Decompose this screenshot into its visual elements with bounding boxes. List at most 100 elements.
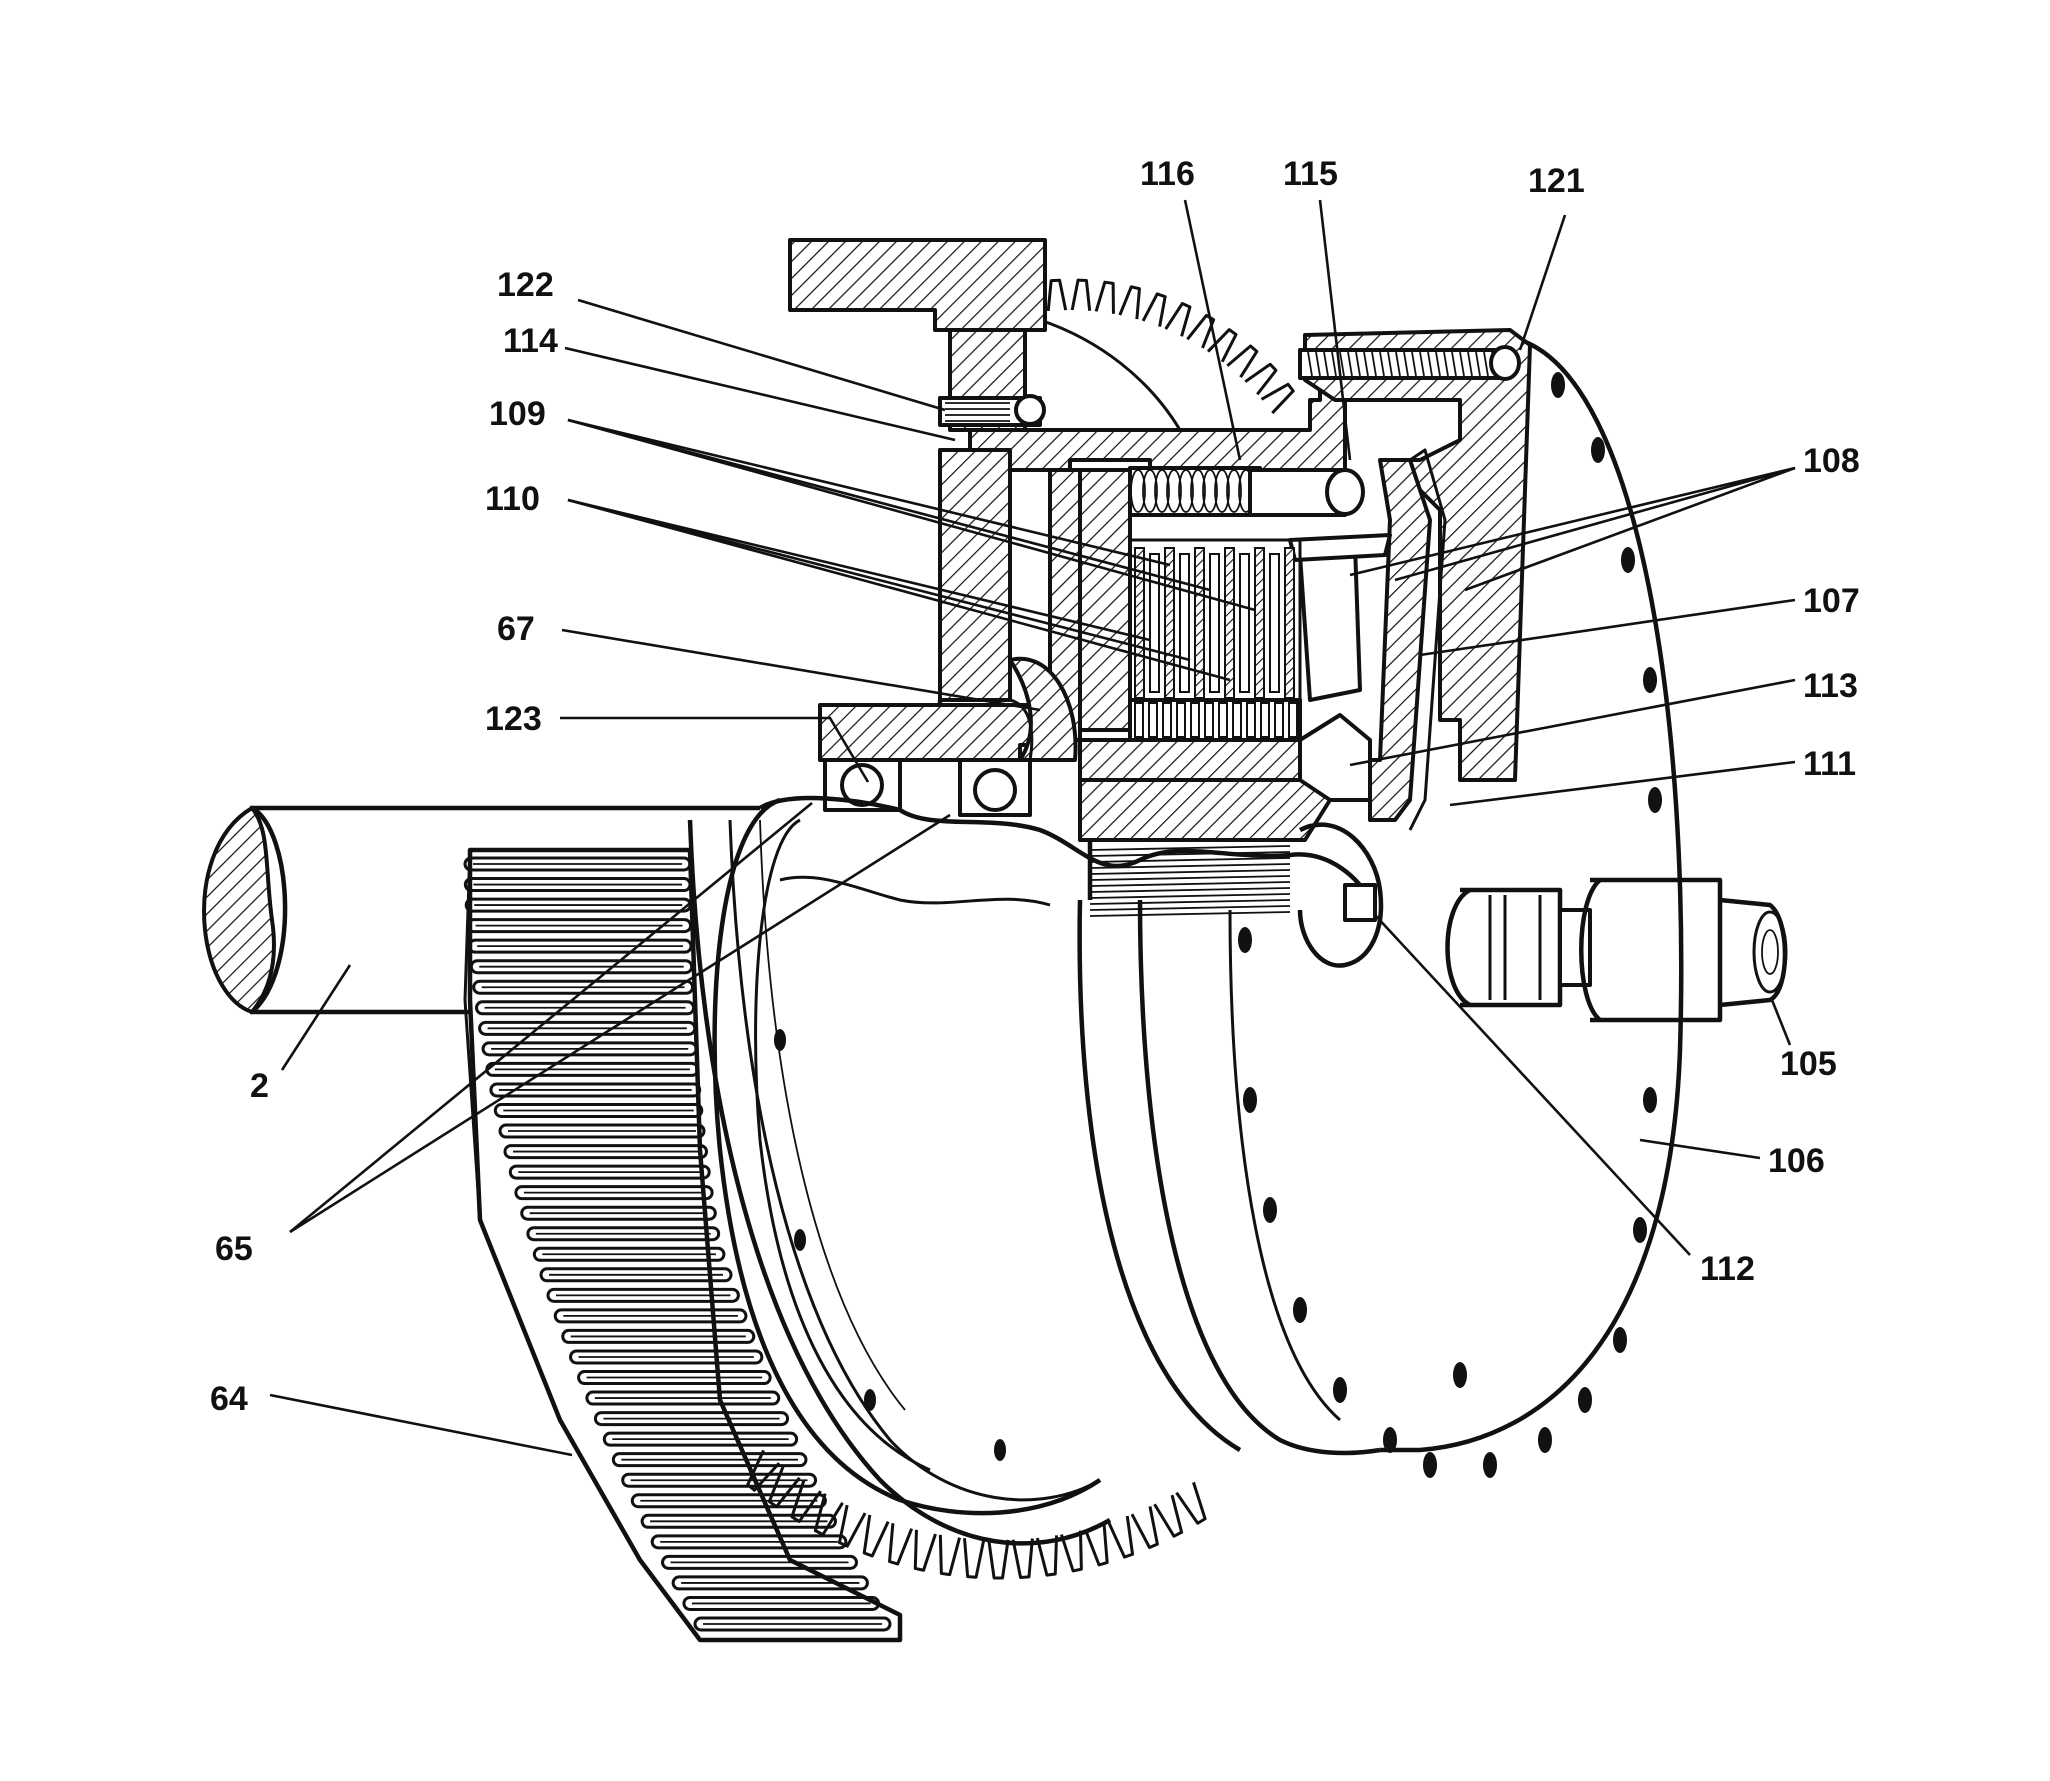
worm-tooth <box>478 1020 697 1036</box>
worm-tooth <box>650 1534 848 1550</box>
upper-tooth <box>1226 344 1259 378</box>
spring-coil <box>1202 469 1218 513</box>
wheel-tooth <box>837 1504 867 1548</box>
bolt-hole <box>1591 437 1605 463</box>
wheel-tooth <box>1175 1481 1207 1525</box>
cutaway-section <box>788 238 1532 842</box>
screw-thread <box>1395 351 1401 377</box>
worm-tooth <box>465 918 693 934</box>
wheel-tooth <box>1083 1524 1109 1567</box>
clutch-disc <box>1194 547 1205 699</box>
screw-thread <box>1387 351 1393 377</box>
bolt-hole <box>1643 1087 1657 1113</box>
spline-groove <box>1089 845 1291 851</box>
clutch-disc <box>1284 547 1295 699</box>
screw-thread <box>1331 351 1337 377</box>
bolt-hole <box>1243 1087 1257 1113</box>
wheel-tooth <box>813 1493 844 1537</box>
spring-coil <box>1130 469 1146 513</box>
bearing-right <box>958 758 1032 817</box>
worm-tooth <box>489 1082 702 1098</box>
worm-tooth <box>493 1102 704 1118</box>
worm-tooth <box>671 1575 869 1591</box>
upper-tooth <box>1206 328 1238 363</box>
label-111: 111 <box>1803 745 1856 783</box>
bolt-hole <box>1423 1452 1437 1478</box>
clutch-disc <box>1224 547 1235 699</box>
label-122: 122 <box>497 266 554 304</box>
wheel-tooth <box>1035 1535 1059 1577</box>
worm-tooth <box>593 1411 790 1427</box>
wheel-teeth <box>746 1449 1207 1580</box>
upper-tooth <box>1260 382 1295 415</box>
bolt-hole <box>1453 1362 1467 1388</box>
screw-thread <box>1371 351 1377 377</box>
label-123: 123 <box>485 700 542 738</box>
clutch-disc <box>1164 547 1175 699</box>
clutch-disc-stack <box>1134 547 1295 699</box>
bolt-hole <box>1238 927 1252 953</box>
spline-groove <box>1089 899 1291 905</box>
bolt-hole <box>1643 667 1657 693</box>
spline-groove <box>1089 881 1291 887</box>
bolt-hole <box>864 1389 876 1411</box>
hub-spline <box>1288 702 1298 738</box>
wheel-tooth <box>913 1529 937 1572</box>
hub-spline <box>1274 702 1284 738</box>
bolt-hole <box>1483 1452 1497 1478</box>
label-121: 121 <box>1528 162 1585 200</box>
label-114: 114 <box>503 322 558 360</box>
clutch-disc <box>1239 553 1250 693</box>
spring-coil <box>1142 469 1158 513</box>
worm-tooth <box>611 1452 808 1468</box>
bearing-left <box>823 758 902 812</box>
wheel-tooth <box>767 1465 801 1509</box>
housing-bolt-holes <box>774 372 1662 1478</box>
bolt-hole <box>1383 1427 1397 1453</box>
wheel-tooth <box>962 1538 986 1579</box>
clutch-disc <box>1149 553 1160 693</box>
bolt-hole <box>994 1439 1006 1461</box>
label-115: 115 <box>1283 155 1338 193</box>
label-107: 107 <box>1803 582 1860 620</box>
spring-coil <box>1178 469 1194 513</box>
bolt-hole <box>1333 1377 1347 1403</box>
worm-tooth <box>621 1472 818 1488</box>
bolt-hole <box>1621 547 1635 573</box>
clutch-disc <box>1254 547 1265 699</box>
upper-tooth <box>1164 302 1192 337</box>
worm-64 <box>463 847 903 1643</box>
wheel-tooth <box>1060 1530 1083 1573</box>
worm-tooth <box>561 1328 756 1344</box>
wheel-tooth <box>888 1523 914 1566</box>
spline-groove <box>1089 851 1291 857</box>
spring-coil <box>1166 469 1182 513</box>
label-116: 116 <box>1140 155 1195 193</box>
screw-thread <box>1323 351 1329 377</box>
label-109: 109 <box>489 395 546 433</box>
label-64: 64 <box>210 1380 248 1418</box>
screw-thread <box>1483 351 1489 377</box>
bolt-hole <box>774 1029 786 1051</box>
worm-tooth <box>569 1349 764 1365</box>
spring-coil <box>1190 469 1206 513</box>
piston-108 <box>1298 543 1362 702</box>
screw-thread <box>1459 351 1465 377</box>
housing-106 <box>1077 337 1684 1456</box>
screw-thread <box>1435 351 1441 377</box>
worm-tooth <box>520 1205 717 1221</box>
label-105: 105 <box>1780 1045 1837 1083</box>
spring-coil <box>1154 469 1170 513</box>
spline-groove <box>1089 905 1291 911</box>
screw-thread <box>1467 351 1473 377</box>
label-112: 112 <box>1700 1250 1755 1288</box>
worm-tooth <box>467 938 693 954</box>
label-108: 108 <box>1803 442 1860 480</box>
wheel-tooth <box>862 1514 890 1558</box>
upper-tooth <box>1118 285 1141 320</box>
wheel-tooth <box>746 1449 781 1492</box>
bolt-hole <box>1613 1327 1627 1353</box>
screw-thread <box>1347 351 1353 377</box>
